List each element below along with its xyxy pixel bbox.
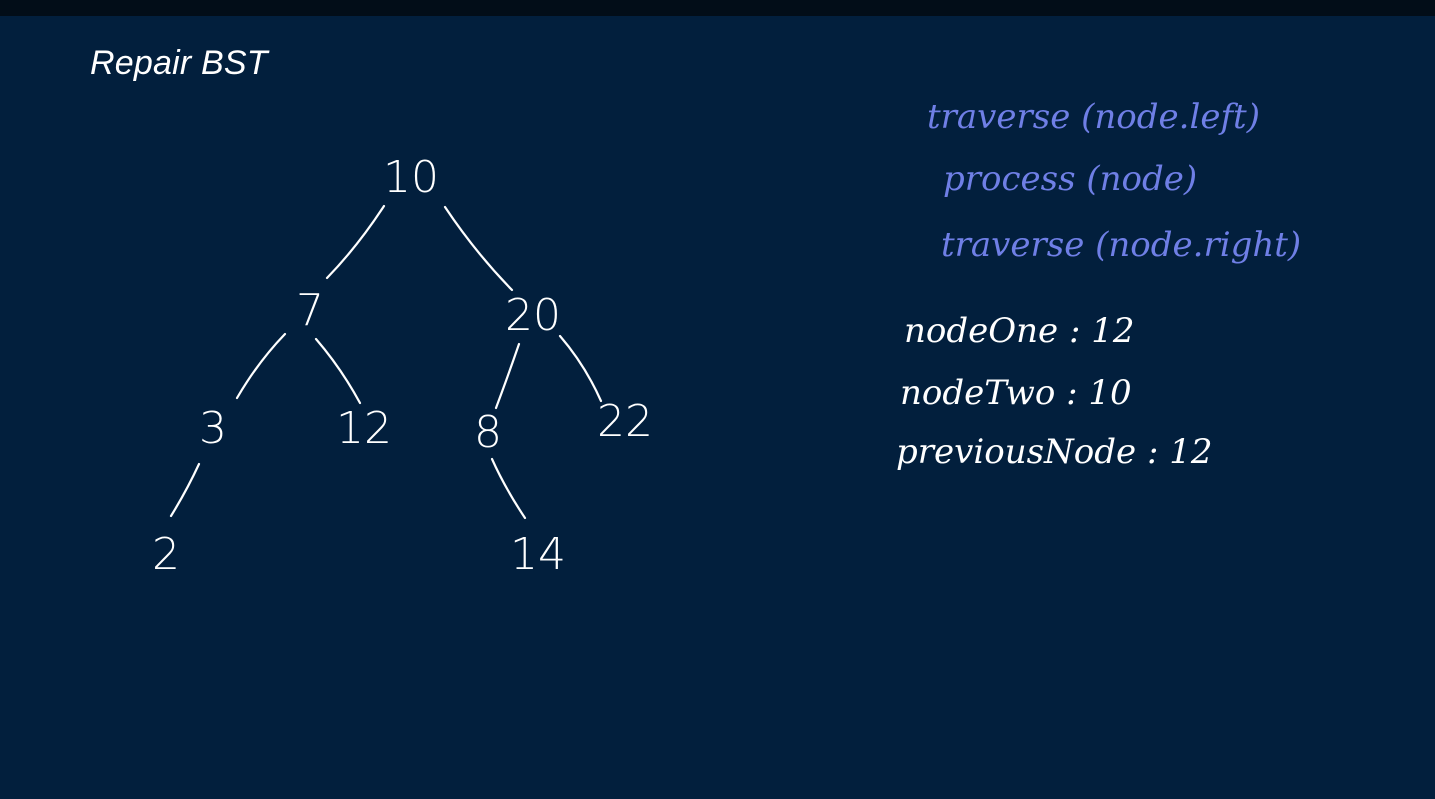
- tree-node-12: 12: [336, 403, 392, 454]
- edge-8-14: [490, 457, 527, 520]
- tree-node-7: 7: [296, 285, 324, 336]
- edge-10-7: [325, 204, 386, 280]
- tree-edges: [169, 204, 603, 520]
- tree-node-3: 3: [199, 403, 227, 454]
- tree-node-2: 2: [152, 529, 180, 580]
- edge-7-3: [235, 332, 287, 400]
- tree-node-22: 22: [597, 396, 653, 447]
- tree-node-20: 20: [505, 290, 561, 341]
- window-top-bar: [0, 0, 1435, 16]
- edge-7-12: [314, 337, 362, 405]
- node-one-line: nodeOne : 12: [904, 311, 1134, 351]
- edge-20-8: [494, 342, 521, 410]
- edge-3-2: [169, 462, 201, 518]
- traverse-right-line: traverse (node.right): [941, 225, 1301, 265]
- tree-node-8: 8: [474, 407, 502, 458]
- edge-10-20: [443, 205, 514, 292]
- node-two-line: nodeTwo : 10: [900, 373, 1132, 413]
- traversal-code: traverse (node.left) process (node) trav…: [927, 97, 1301, 265]
- tree-node-10: 10: [383, 152, 439, 203]
- tree-nodes: 10 7 20 3 12 8 22 2 14: [152, 152, 653, 580]
- slide-title: Repair BST: [90, 44, 268, 82]
- tree-node-14: 14: [510, 529, 566, 580]
- variable-notes: nodeOne : 12 nodeTwo : 10 previousNode :…: [896, 311, 1212, 472]
- edge-20-22: [558, 334, 603, 403]
- traverse-left-line: traverse (node.left): [927, 97, 1260, 137]
- previous-node-line: previousNode : 12: [896, 432, 1212, 472]
- process-node-line: process (node): [943, 159, 1197, 199]
